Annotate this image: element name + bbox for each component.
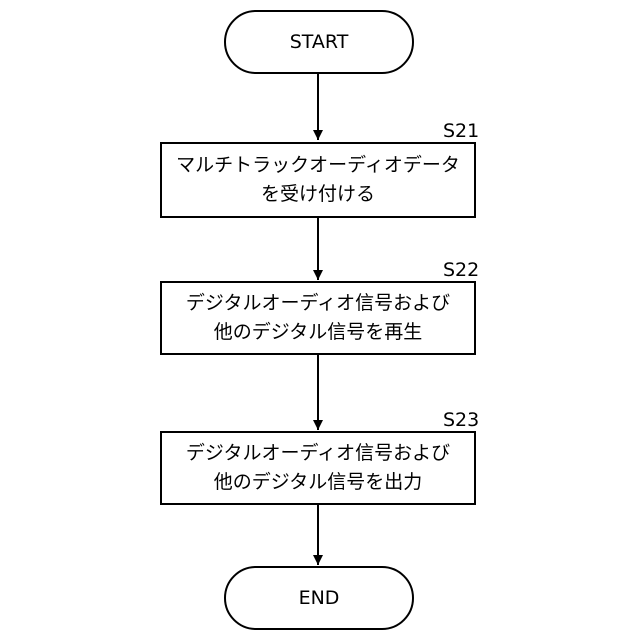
process-s21-line2: を受け付ける (261, 180, 375, 209)
step-id-s22: S22 (443, 259, 479, 281)
process-s22-line1: デジタルオーディオ信号および (186, 289, 450, 318)
process-s23-line2: 他のデジタル信号を出力 (214, 468, 423, 497)
end-label: END (299, 587, 340, 609)
process-s23-line1: デジタルオーディオ信号および (186, 439, 450, 468)
process-s21-line1: マルチトラックオーディオデータ (176, 151, 460, 180)
process-box-s21: マルチトラックオーディオデータ を受け付ける (160, 142, 476, 218)
process-box-s23: デジタルオーディオ信号および 他のデジタル信号を出力 (160, 431, 476, 505)
step-id-s21: S21 (443, 120, 479, 142)
step-id-s23: S23 (443, 409, 479, 431)
process-box-s22: デジタルオーディオ信号および 他のデジタル信号を再生 (160, 281, 476, 355)
start-terminal: START (224, 10, 414, 74)
process-s22-line2: 他のデジタル信号を再生 (214, 318, 423, 347)
end-terminal: END (224, 566, 414, 630)
start-label: START (290, 31, 349, 53)
